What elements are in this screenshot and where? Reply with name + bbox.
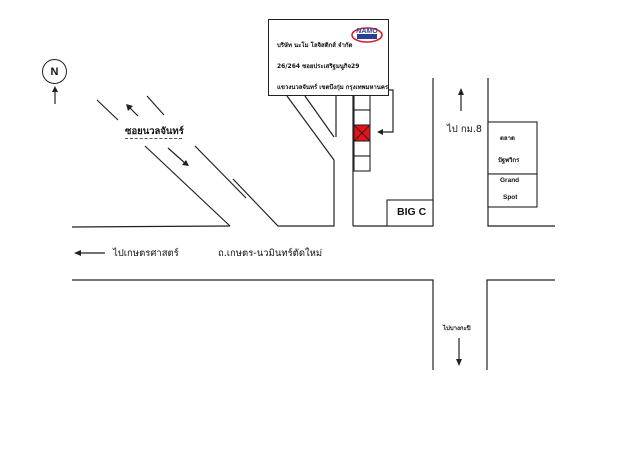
grand-label-line1: Grand [500,177,520,184]
destination-x-icon [353,124,371,142]
soi-inner-diagonal [304,95,335,138]
main-road-label: ถ.เกษตร-นวมินทร์ตัดใหม่ [218,248,323,259]
grand-label-line2: Spot [503,194,518,201]
talad-label-line2: ปัฐพวิกร [498,157,520,164]
main-road-bottom-edge-left [72,279,434,370]
talad-building [487,121,538,175]
soi-road-edge-upper-right [146,95,165,116]
namo-logo-icon: NAMO [351,27,383,43]
kaset-arrow-icon [74,250,81,256]
compass-north: N [42,59,67,84]
main-road-top-edge-left [71,225,231,228]
soi-nuanchan-label: ซอยนวลจันทร์ [125,126,184,137]
soi-left-diagonal [286,95,335,161]
company-district: แขวงนวลจันทร์ เขตบึงกุ่ม กรุงเทพมหานคร [277,84,389,91]
building-unit [353,155,371,172]
building-unit [353,93,371,111]
soi-road-edge-upper-left [96,99,119,121]
soi-label-underline [125,138,182,139]
building-unit [353,140,371,157]
talad-label-line1: ตลาด [500,135,515,142]
soi-block-edge [232,160,335,227]
grand-spot-building [487,173,538,208]
company-address: 26/264 ซอยประเสริฐมนูกิจ29 [277,63,360,70]
svg-text:NAMO: NAMO [356,28,378,35]
soi-road-edge-lower-right [194,145,247,199]
soi-arrow-down-icon [182,160,189,166]
big-c-label: BIG C [397,206,427,218]
bangkapi-arrow-icon [456,359,462,366]
pointer-arrow-icon [377,129,383,135]
to-bangkapi-label: ไปบางกะปิ [443,325,471,332]
pointer-line [380,89,394,133]
to-kaset-label: ไปเกษตรศาสตร์ [113,248,179,259]
north-arrow-icon [52,86,58,92]
soi-arrow-down-shaft [167,147,187,165]
soi-road-edge-lower-left [144,145,231,227]
to-km8-label: ไป กม.8 [447,124,482,135]
big-c-building [386,199,434,227]
soi-arrow-up-icon [126,104,133,111]
main-road-bottom-edge-right [486,279,555,370]
compass-label: N [50,65,59,78]
km8-arrow-icon [458,88,464,95]
company-card: NAMO บริษัท นะโม โลจิสติกส์ จำกัด 26/264… [268,19,389,96]
company-name: บริษัท นะโม โลจิสติกส์ จำกัด [277,42,353,49]
building-unit [353,109,371,126]
